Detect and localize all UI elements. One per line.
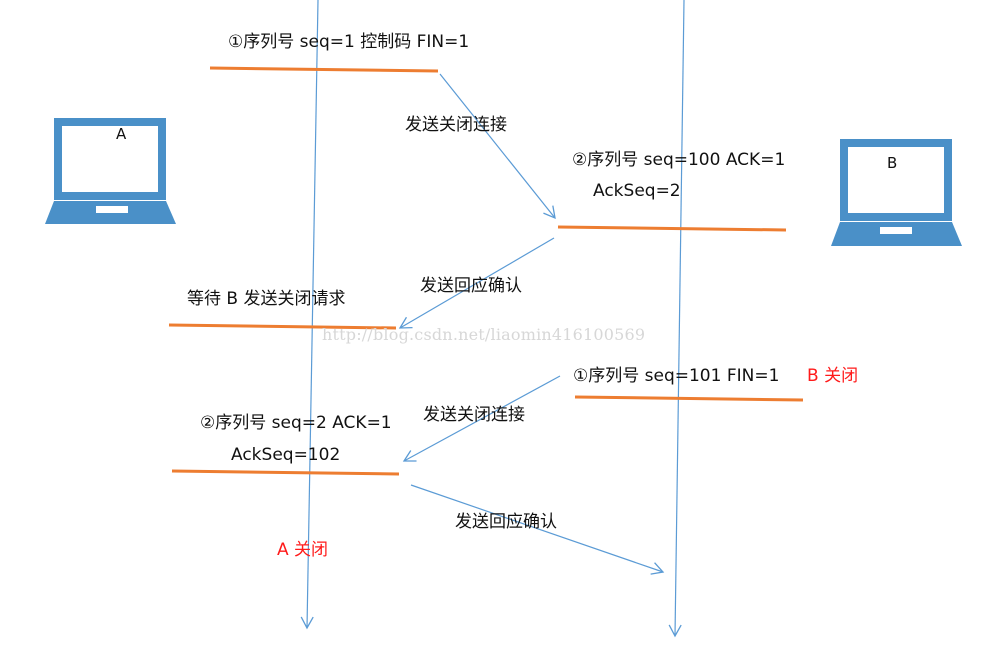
b-closed-label: B 关闭	[807, 366, 859, 386]
a-waiting-label: 等待 B 发送关闭请求	[187, 289, 346, 309]
step3-arrow-label: 发送关闭连接	[423, 405, 525, 425]
host-b-label: B	[887, 154, 898, 172]
segment-a-1	[209, 66, 439, 73]
watermark: http://blog.csdn.net/liaomin416100569	[322, 325, 646, 344]
laptop-a-icon	[45, 118, 176, 224]
arrow-fin-b-to-a	[402, 375, 561, 462]
step4-arrow-label: 发送回应确认	[455, 512, 557, 532]
a-closed-label: A 关闭	[277, 540, 329, 560]
timeline-b	[668, 0, 685, 638]
arrow-ack-a-to-b	[410, 484, 665, 575]
arrow-fin-a-to-b	[439, 73, 556, 220]
segment-b-1	[557, 225, 787, 232]
step2-info-line1: ②序列号 seq=100 ACK=1	[572, 150, 786, 170]
timeline-a	[300, 0, 319, 630]
step1-info: ①序列号 seq=1 控制码 FIN=1	[228, 32, 470, 52]
step3-info: ①序列号 seq=101 FIN=1	[573, 366, 780, 386]
arrow-ack-b-to-a	[398, 237, 555, 329]
step4-info-line1: ②序列号 seq=2 ACK=1	[200, 413, 392, 433]
segment-b-2	[574, 395, 804, 402]
step4-info-line2: AckSeq=102	[231, 445, 341, 465]
step2-info-line2: AckSeq=2	[593, 181, 681, 201]
step2-arrow-label: 发送回应确认	[420, 276, 522, 296]
host-a-label: A	[116, 125, 127, 143]
step1-arrow-label: 发送关闭连接	[405, 115, 507, 135]
laptop-b-icon	[831, 139, 962, 246]
segment-a-3	[171, 469, 400, 476]
segment-a-2	[168, 323, 397, 330]
